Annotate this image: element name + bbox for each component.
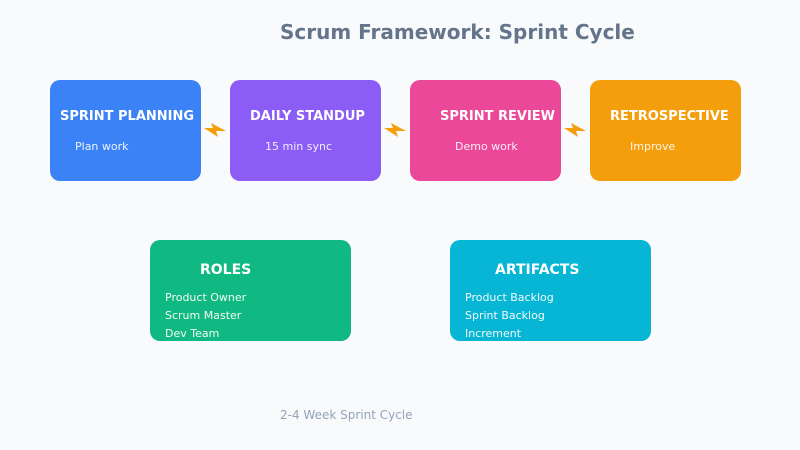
artifacts-list: Product Backlog Sprint Backlog Increment: [465, 289, 554, 343]
phase-sub: 15 min sync: [265, 140, 332, 153]
artifacts-label: ARTIFACTS: [495, 262, 580, 278]
phase-sub: Demo work: [455, 140, 518, 153]
lightning-arrow-icon: [384, 123, 406, 137]
phase-label: SPRINT PLANNING: [60, 109, 195, 124]
sprint-cycle-caption: 2-4 Week Sprint Cycle: [280, 408, 413, 422]
artifacts-panel: ARTIFACTS Product Backlog Sprint Backlog…: [450, 240, 651, 341]
phase-retrospective: RETROSPECTIVE Improve: [590, 80, 741, 181]
list-item: Increment: [465, 327, 522, 340]
phase-sub: Plan work: [75, 140, 129, 153]
diagram-title: Scrum Framework: Sprint Cycle: [280, 20, 635, 44]
phase-daily-standup: DAILY STANDUP 15 min sync: [230, 80, 381, 181]
list-item: Dev Team: [165, 327, 220, 340]
list-item: Scrum Master: [165, 309, 242, 322]
phase-label: DAILY STANDUP: [250, 109, 365, 124]
phase-label: RETROSPECTIVE: [610, 109, 729, 124]
roles-panel: ROLES Product Owner Scrum Master Dev Tea…: [150, 240, 351, 341]
list-item: Sprint Backlog: [465, 309, 545, 322]
phase-sprint-planning: SPRINT PLANNING Plan work: [50, 80, 201, 181]
phase-sub: Improve: [630, 140, 676, 153]
phase-label: SPRINT REVIEW: [440, 109, 556, 124]
roles-list: Product Owner Scrum Master Dev Team: [165, 289, 246, 343]
lightning-arrow-icon: [204, 123, 226, 137]
list-item: Product Owner: [165, 291, 247, 304]
lightning-arrow-icon: [564, 123, 586, 137]
list-item: Product Backlog: [465, 291, 554, 304]
roles-label: ROLES: [200, 262, 252, 278]
phase-sprint-review: SPRINT REVIEW Demo work: [410, 80, 561, 181]
